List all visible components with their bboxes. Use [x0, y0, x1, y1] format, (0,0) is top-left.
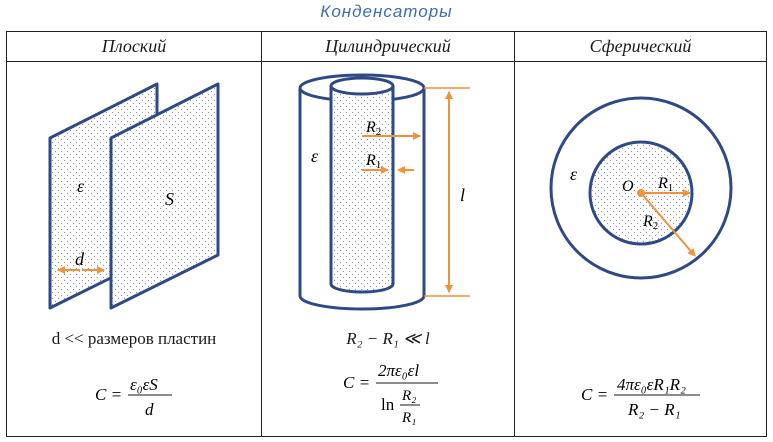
- column-divider-1: [261, 31, 262, 437]
- r1-label: R1: [365, 152, 381, 171]
- table-top-border: [6, 31, 767, 32]
- condition-flat: d << размеров пластин: [51, 329, 217, 348]
- inner-cylinder-top: [329, 76, 395, 96]
- length-label: l: [460, 185, 465, 205]
- r1-label: R1: [657, 175, 673, 194]
- svg-text:R₂ − R₁: R₂ − R₁: [627, 400, 681, 419]
- formula-cylindrical: C = 2πε₀εl ln R₂ R₁: [343, 361, 438, 426]
- condition-cylindrical: R₂ − R₁ ≪ l: [346, 329, 430, 348]
- table-right-border: [766, 31, 767, 437]
- distance-label: d: [75, 249, 85, 269]
- r2-label: R2: [642, 213, 658, 232]
- front-plate: [109, 82, 220, 310]
- svg-text:ε₀εS: ε₀εS: [130, 375, 158, 394]
- page-title: Конденсаторы: [320, 2, 453, 21]
- inner-cylinder-body: [331, 86, 393, 286]
- svg-text:R₂: R₂: [401, 388, 416, 404]
- table-bottom-border: [6, 436, 767, 437]
- svg-text:4πε₀εR₁R₂: 4πε₀εR₁R₂: [617, 375, 686, 394]
- epsilon-label: ε: [570, 164, 578, 184]
- flat-capacitor: ε S d: [48, 82, 220, 310]
- area-label: S: [165, 189, 174, 209]
- header-spherical: Сферический: [589, 36, 692, 56]
- formula-flat: C = ε₀εS d: [95, 375, 172, 419]
- header-cylindrical: Цилиндрический: [325, 36, 451, 56]
- center-label: O: [622, 178, 634, 195]
- r2-label: R2: [365, 119, 381, 138]
- svg-text:2πε₀εl: 2πε₀εl: [378, 361, 419, 380]
- epsilon-label: ε: [311, 146, 319, 166]
- svg-text:R₁: R₁: [401, 410, 416, 426]
- svg-text:ln: ln: [381, 395, 395, 414]
- cylindrical-capacitor: ε R2 R1 l: [298, 73, 470, 311]
- spherical-capacitor: ε O R1 R2: [549, 96, 733, 280]
- outer-cylinder-bottom: [298, 295, 426, 311]
- svg-text:C =: C =: [581, 385, 608, 404]
- svg-text:d: d: [145, 400, 154, 419]
- inner-cylinder-bottom: [329, 283, 395, 294]
- table-left-border: [6, 31, 7, 437]
- r2-line: [640, 192, 696, 257]
- header-flat: Плоский: [101, 36, 167, 56]
- svg-text:C =: C =: [95, 385, 122, 404]
- column-divider-2: [514, 31, 515, 437]
- table-header-divider: [6, 61, 767, 62]
- formula-spherical: C = 4πε₀εR₁R₂ R₂ − R₁: [581, 375, 700, 419]
- epsilon-label: ε: [77, 176, 85, 196]
- svg-text:C =: C =: [343, 373, 370, 392]
